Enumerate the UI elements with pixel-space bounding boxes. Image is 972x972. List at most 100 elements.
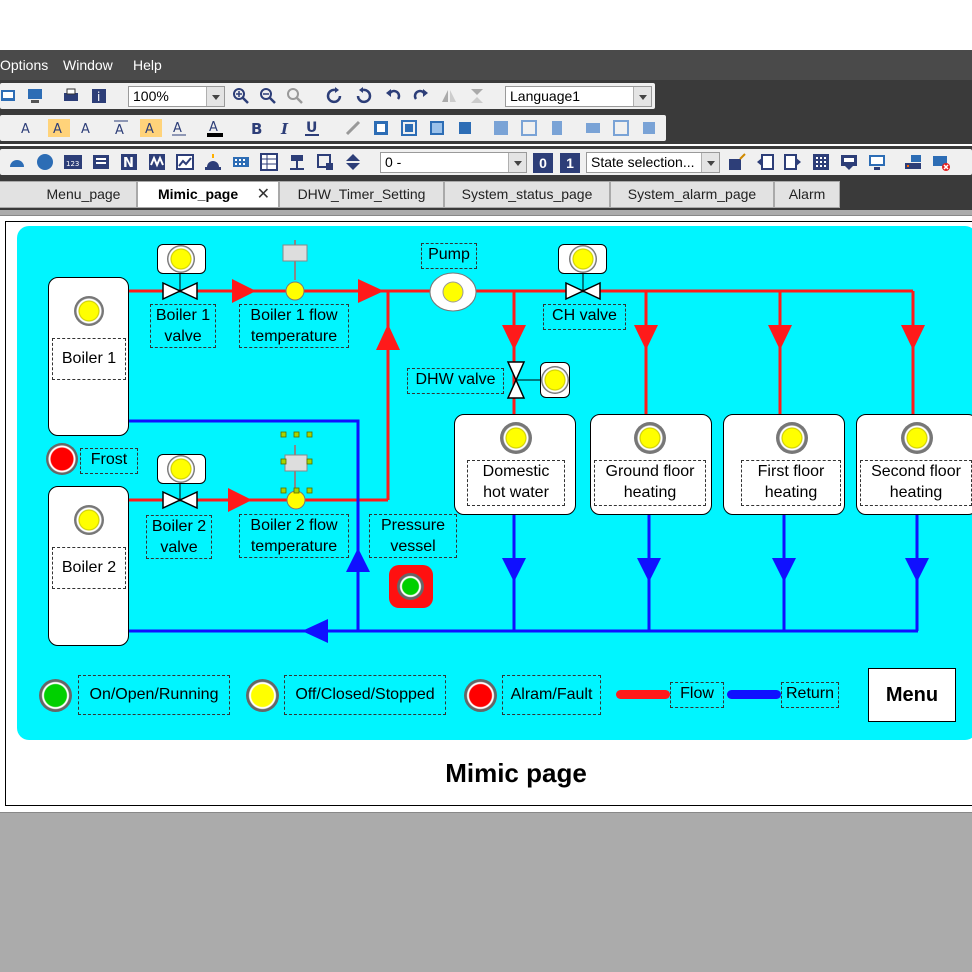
grid-dots-icon[interactable] [812,153,830,171]
order-front-icon[interactable] [492,119,510,137]
underline-icon[interactable]: U [303,119,321,137]
text-align-left-icon[interactable]: A [20,119,38,137]
trend-icon[interactable] [148,153,166,171]
state-1-button[interactable]: 1 [560,153,580,173]
table-icon[interactable] [260,153,278,171]
order-back-icon[interactable] [520,119,538,137]
zoom-out-icon[interactable] [259,87,277,105]
arc-icon[interactable] [8,153,26,171]
svg-text:A: A [145,122,154,137]
menu-window[interactable]: Window [63,57,113,73]
tab-alarm[interactable]: Alarm [774,181,840,208]
bold-icon[interactable]: B [248,119,266,137]
zoom-fit-icon[interactable] [286,87,304,105]
keypad-icon[interactable] [232,153,250,171]
tab-system-status-page[interactable]: System_status_page [444,181,610,208]
toolbar-strip-2: A A A A A A A B I U [0,115,666,141]
screen-icon[interactable] [26,87,44,105]
chart-icon[interactable] [176,153,194,171]
zoom-in-icon[interactable] [232,87,250,105]
info-icon[interactable]: i [90,87,108,105]
frost-lamp [46,443,78,475]
same-height-icon[interactable] [612,119,630,137]
chevron-down-icon[interactable] [633,87,651,106]
zoom-select[interactable]: 100% [128,86,225,107]
svg-text:123: 123 [66,160,79,168]
disconnect-icon[interactable] [932,153,950,171]
add-object-icon[interactable] [316,153,334,171]
same-width-icon[interactable] [584,119,602,137]
chevron-down-icon[interactable] [508,153,526,172]
rotate-right-icon[interactable] [326,87,344,105]
legend-alarm-lamp [464,679,497,712]
circle-icon[interactable] [36,153,54,171]
distribute-icon[interactable] [548,119,566,137]
text-middle-icon[interactable]: A [140,119,162,137]
legend-return-line [727,690,781,699]
tab-mimic-page[interactable]: Mimic_page✕ [137,181,279,208]
import-icon[interactable] [756,153,774,171]
svg-text:i: i [97,90,100,104]
pin-icon[interactable] [288,153,306,171]
same-size-icon[interactable] [640,119,658,137]
state-0-button[interactable]: 0 [533,153,553,173]
download-screen-icon[interactable] [840,153,858,171]
ch-valve-right [581,281,601,301]
chevron-down-icon[interactable] [701,153,719,172]
tab-menu-page[interactable]: Menu_page [0,181,137,208]
text-bottom-icon[interactable]: A [170,119,188,137]
numeric-icon[interactable]: 123 [64,153,82,171]
tab-system-alarm-page[interactable]: System_alarm_page [610,181,774,208]
up-down-icon[interactable] [344,153,362,171]
view-icon[interactable] [0,87,18,105]
menu-help[interactable]: Help [133,57,162,73]
alarm-light-icon[interactable] [204,153,222,171]
flow-arrow-8 [901,325,925,350]
redo-icon[interactable] [412,87,430,105]
state-selection-select[interactable]: State selection... [586,152,720,173]
flip-h-icon[interactable] [440,87,458,105]
language-select[interactable]: Language1 [505,86,652,107]
italic-icon[interactable]: I [276,119,294,137]
network-icon[interactable] [904,153,922,171]
pen-icon[interactable] [344,119,362,137]
align-grid-icon[interactable] [372,119,390,137]
flow-arrow-6 [634,325,658,350]
menu-options[interactable]: Options [0,57,49,73]
menu-bar: Options Window Help [0,50,972,80]
chevron-down-icon[interactable] [206,87,224,106]
state-value-select[interactable]: 0 - [380,152,527,173]
undo-icon[interactable] [384,87,402,105]
ungroup-icon[interactable] [456,119,474,137]
menu-button[interactable]: Menu [868,668,956,722]
text-field-icon[interactable] [92,153,110,171]
align-box-icon[interactable] [400,119,418,137]
legend-alarm-label: Alram/Fault [502,675,601,715]
flip-v-icon[interactable] [468,87,486,105]
property-icon[interactable] [728,153,746,171]
font-color-icon[interactable]: A [206,119,224,137]
monitor-icon[interactable] [868,153,886,171]
text-align-center-icon[interactable]: A [48,119,70,137]
group-icon[interactable] [428,119,446,137]
close-icon[interactable]: ✕ [256,186,270,203]
text-top-icon[interactable]: A [112,119,130,137]
tab-dhw-timer-setting[interactable]: DHW_Timer_Setting [279,181,444,208]
zone-second-floor[interactable] [856,414,972,515]
note-icon[interactable]: N [120,153,138,171]
export-icon[interactable] [784,153,802,171]
window-top-area [0,0,972,50]
print-icon[interactable] [62,87,80,105]
rotate-left-icon[interactable] [354,87,372,105]
text-align-right-icon[interactable]: A [78,119,96,137]
ch-valve-label: CH valve [543,304,626,330]
flow-arrow-2 [358,279,384,303]
svg-text:I: I [280,120,289,137]
pump-label: Pump [421,243,477,269]
